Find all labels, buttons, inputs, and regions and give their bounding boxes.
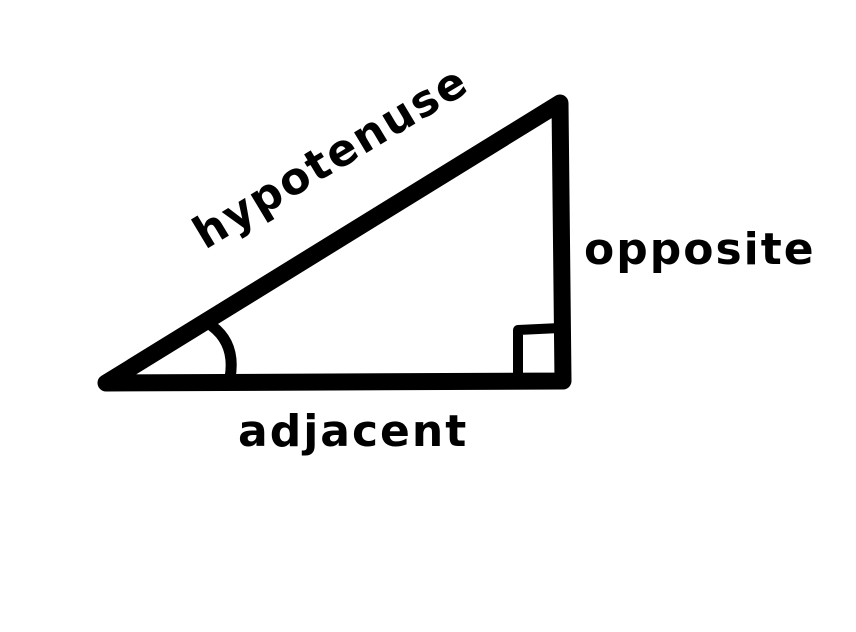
triangle-outline: [97, 94, 572, 392]
opposite-label: opposite: [584, 224, 816, 275]
adjacent-label: adjacent: [238, 406, 468, 457]
angle-arc: [206, 320, 237, 384]
right-angle-marker: [513, 323, 565, 379]
